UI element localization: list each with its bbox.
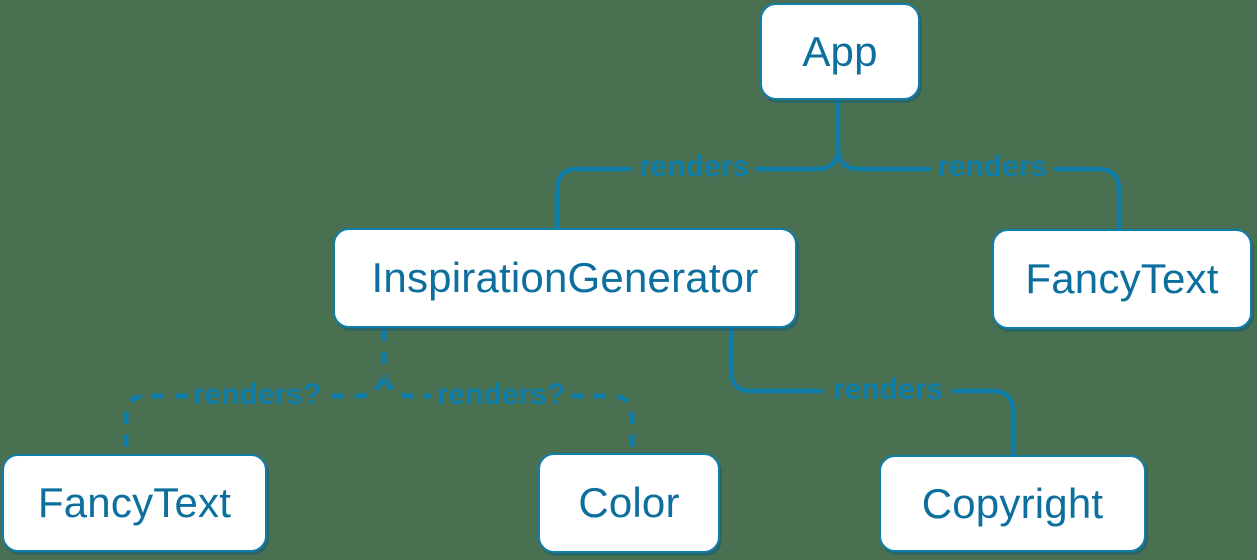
edge-inspirationgenerator-copyright-line2 bbox=[951, 388, 1016, 459]
node-app: App bbox=[760, 3, 920, 100]
node-inspiration-generator: InspirationGenerator bbox=[333, 228, 797, 328]
solid-edges bbox=[554, 97, 1122, 459]
node-fancy-text-bottom-label: FancyText bbox=[37, 479, 232, 526]
edge-inspirationgenerator-color-dashed2 bbox=[571, 393, 635, 454]
edge-app-inspirationgenerator-line bbox=[754, 97, 841, 172]
edge-inspirationgenerator-fancytext-dashed2 bbox=[123, 393, 187, 455]
node-inspiration-generator-label: InspirationGenerator bbox=[371, 254, 759, 301]
node-copyright-label: Copyright bbox=[921, 479, 1104, 527]
edge-inspirationgenerator-copyright-line bbox=[728, 326, 824, 394]
edge-inspirationgenerator-fancytext-dashed bbox=[327, 378, 385, 399]
edge-label-inspirationgenerator-color: renders? bbox=[436, 378, 566, 411]
edge-app-fancytext-line2 bbox=[1053, 166, 1122, 233]
node-fancy-text-bottom: FancyText bbox=[2, 454, 267, 552]
node-color: Color bbox=[538, 453, 720, 553]
node-copyright: Copyright bbox=[879, 455, 1146, 552]
edge-inspirationgenerator-color-dashed bbox=[383, 378, 431, 399]
edge-label-app-fancytext: renders bbox=[936, 150, 1048, 183]
node-app-label: App bbox=[802, 27, 878, 75]
node-fancy-text-top: FancyText bbox=[992, 229, 1252, 329]
edge-label-inspirationgenerator-copyright: renders bbox=[832, 373, 944, 406]
edge-label-inspirationgenerator-fancytext: renders? bbox=[192, 378, 322, 411]
dashed-edges bbox=[123, 329, 635, 455]
node-fancy-text-top-label: FancyText bbox=[1025, 255, 1219, 302]
edge-app-inspirationgenerator-line2 bbox=[554, 166, 633, 232]
node-color-label: Color bbox=[578, 479, 680, 526]
edge-app-fancytext-line bbox=[835, 145, 932, 172]
edge-label-app-inspirationgenerator: renders bbox=[638, 150, 750, 183]
